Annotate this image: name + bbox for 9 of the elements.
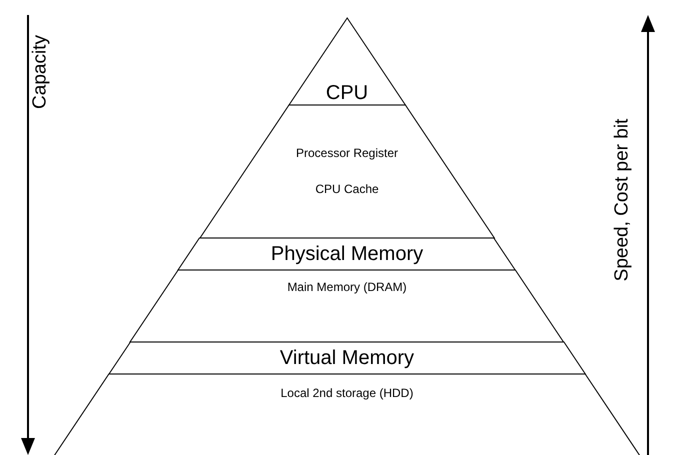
- tier-title: CPU: [326, 82, 368, 105]
- tier-text: CPU Cache: [315, 182, 379, 196]
- axis-label: Speed, Cost per bit: [612, 118, 632, 282]
- axis-label: Capacity: [30, 35, 50, 109]
- tier-text: Main Memory (DRAM): [287, 281, 407, 295]
- tier-title: Virtual Memory: [280, 346, 414, 370]
- tier-text: Processor Register: [296, 146, 398, 160]
- tier-text: Local 2nd storage (HDD): [280, 387, 414, 401]
- tier-title: Physical Memory: [270, 242, 424, 266]
